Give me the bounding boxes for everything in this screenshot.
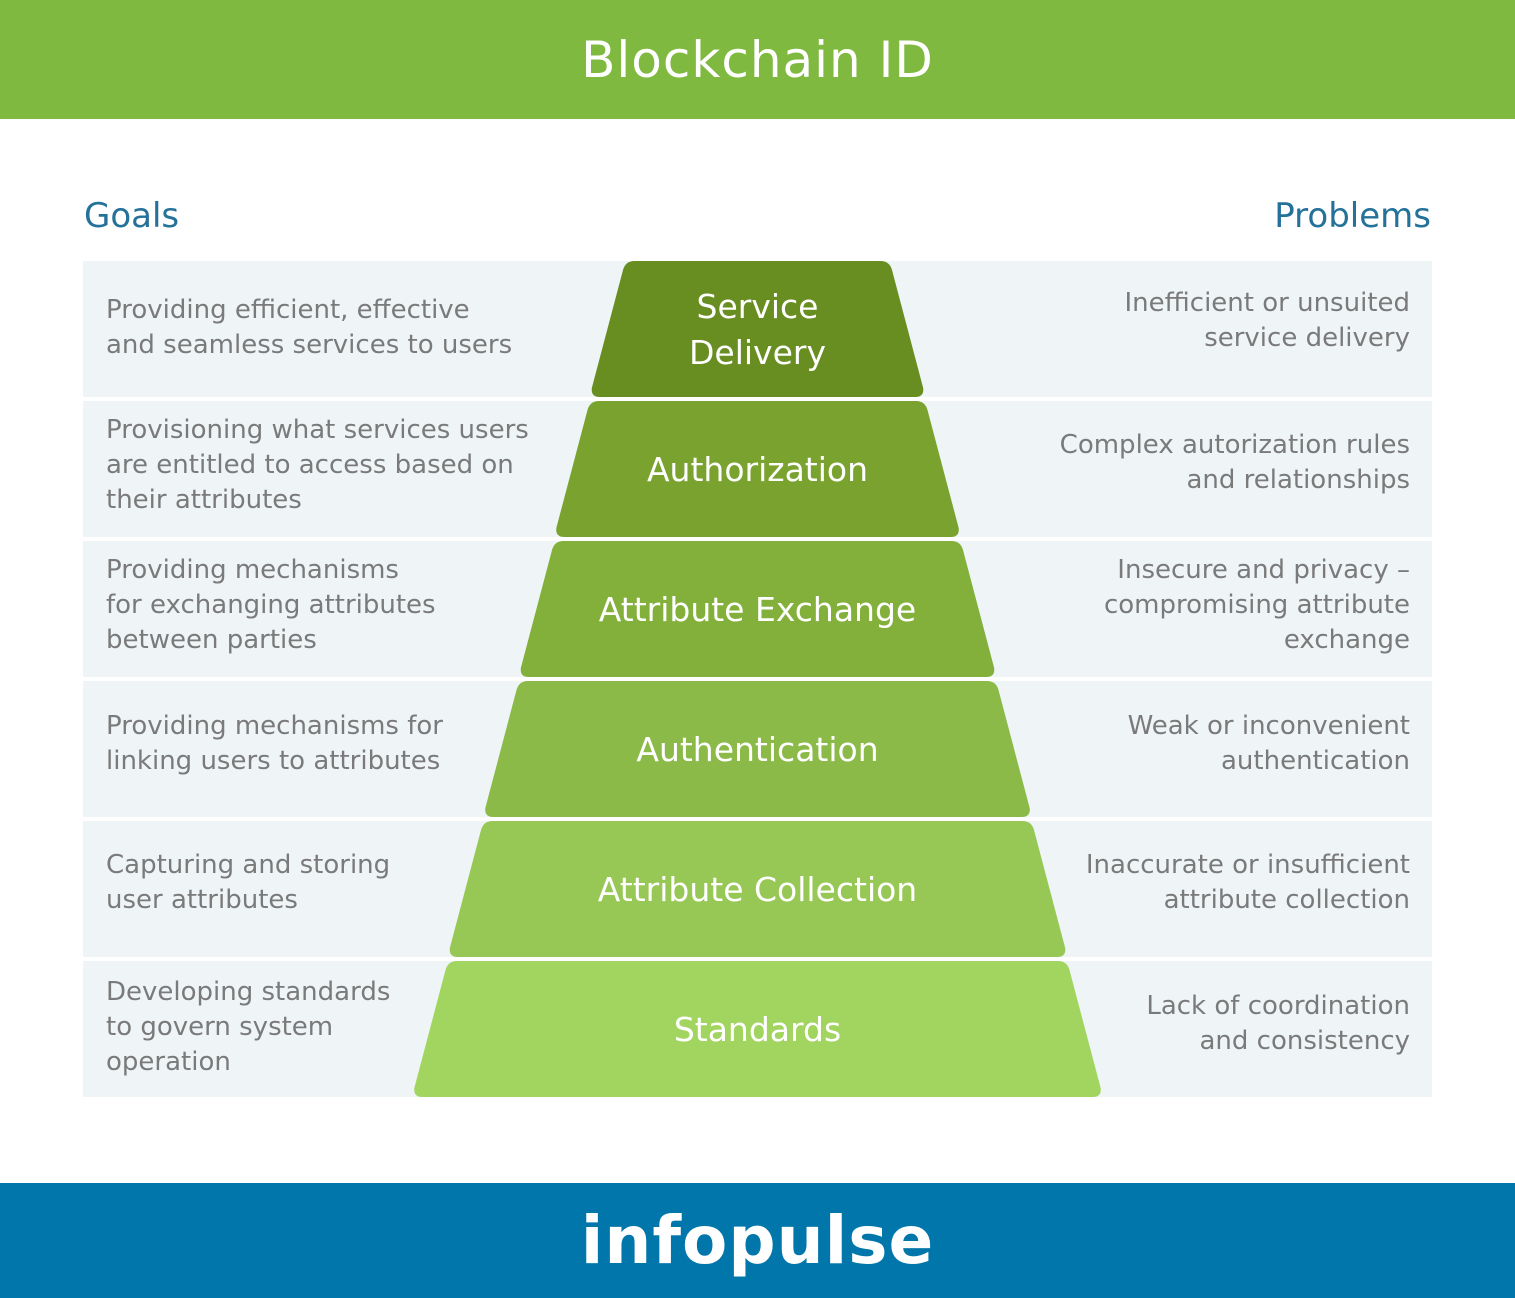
goal-text: Providing mechanisms for linking users t… (106, 711, 443, 776)
goal-text: Capturing and storing user attributes (106, 850, 391, 915)
footer-banner: infopulse (0, 1183, 1515, 1298)
problem-text: Weak or inconvenient authentication (1127, 711, 1410, 776)
goal-text: Providing efficient, effective and seaml… (106, 295, 513, 360)
problem-text: Inaccurate or insufficient attribute col… (1085, 850, 1410, 915)
goal-text: Provisioning what services users are ent… (106, 415, 529, 515)
problem-text: Lack of coordination and consistency (1146, 991, 1410, 1056)
goal-text: Providing mechanisms for exchanging attr… (106, 555, 436, 655)
page-title: Blockchain ID (581, 30, 934, 89)
infopulse-logo: infopulse (580, 1202, 935, 1279)
goals-heading: Goals (84, 196, 180, 236)
problem-text: Complex autorization rules and relations… (1059, 430, 1410, 495)
header-banner: Blockchain ID (0, 0, 1515, 119)
problems-heading: Problems (1274, 196, 1431, 236)
problem-text: Insecure and privacy – compromising attr… (1103, 555, 1410, 655)
problem-text: Inefficient or unsuited service delivery (1124, 288, 1411, 353)
goal-text: Developing standards to govern system op… (106, 977, 391, 1077)
